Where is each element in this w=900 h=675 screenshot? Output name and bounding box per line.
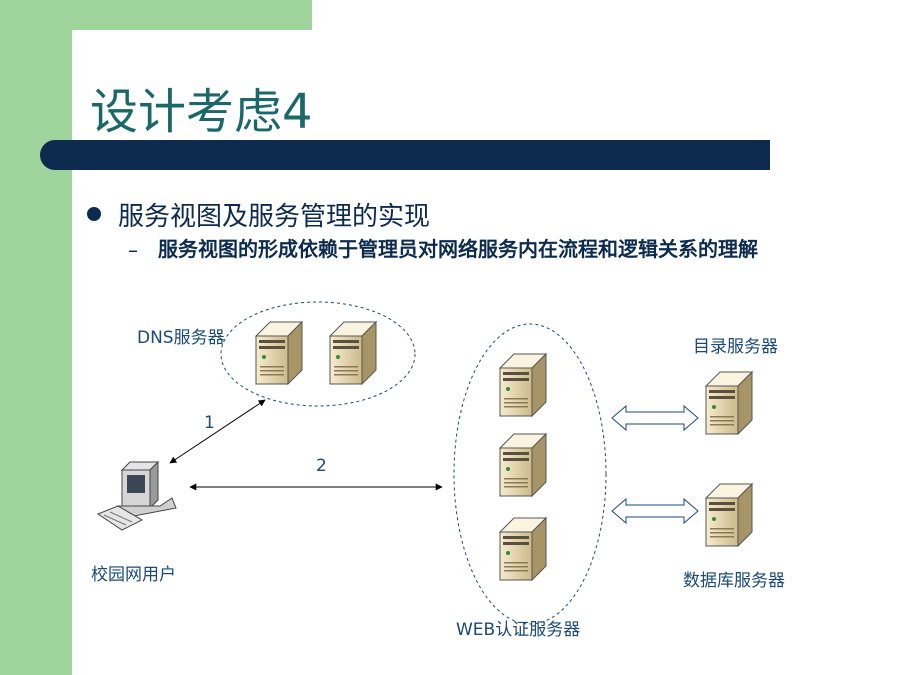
sidebar-decoration xyxy=(0,0,72,675)
web-server-icon xyxy=(499,517,547,581)
web-cluster-outline xyxy=(453,323,607,625)
link-user-dns xyxy=(169,399,266,464)
dns-server-icon xyxy=(329,321,377,385)
sub-bullet-dash: – xyxy=(128,238,138,262)
web-directory-double-arrow xyxy=(611,404,699,432)
link-1-label: 1 xyxy=(204,413,215,433)
web-database-double-arrow xyxy=(611,497,699,525)
title-underline-band xyxy=(40,140,770,170)
slide-title: 设计考虑4 xyxy=(90,84,313,140)
dns-cluster-outline xyxy=(220,301,416,407)
link-2-label: 2 xyxy=(316,456,327,476)
database-server-label: 数据库服务器 xyxy=(683,571,785,591)
web-server-icon xyxy=(499,433,547,497)
sub-bullet-text: 服务视图的形成依赖于管理员对网络服务内在流程和逻辑关系的理解 xyxy=(158,237,758,261)
dns-server-label: DNS服务器 xyxy=(137,328,225,348)
bullet-dot-icon xyxy=(87,207,101,221)
bullet-text: 服务视图及服务管理的实现 xyxy=(118,202,431,232)
directory-server-icon xyxy=(705,371,753,435)
user-computer-icon xyxy=(96,460,177,531)
directory-server-label: 目录服务器 xyxy=(693,337,778,357)
dns-server-icon xyxy=(255,321,303,385)
web-server-label: WEB认证服务器 xyxy=(456,620,581,640)
database-server-icon xyxy=(705,483,753,547)
web-server-icon xyxy=(499,353,547,417)
top-decoration xyxy=(72,0,312,30)
user-label: 校园网用户 xyxy=(91,565,176,585)
